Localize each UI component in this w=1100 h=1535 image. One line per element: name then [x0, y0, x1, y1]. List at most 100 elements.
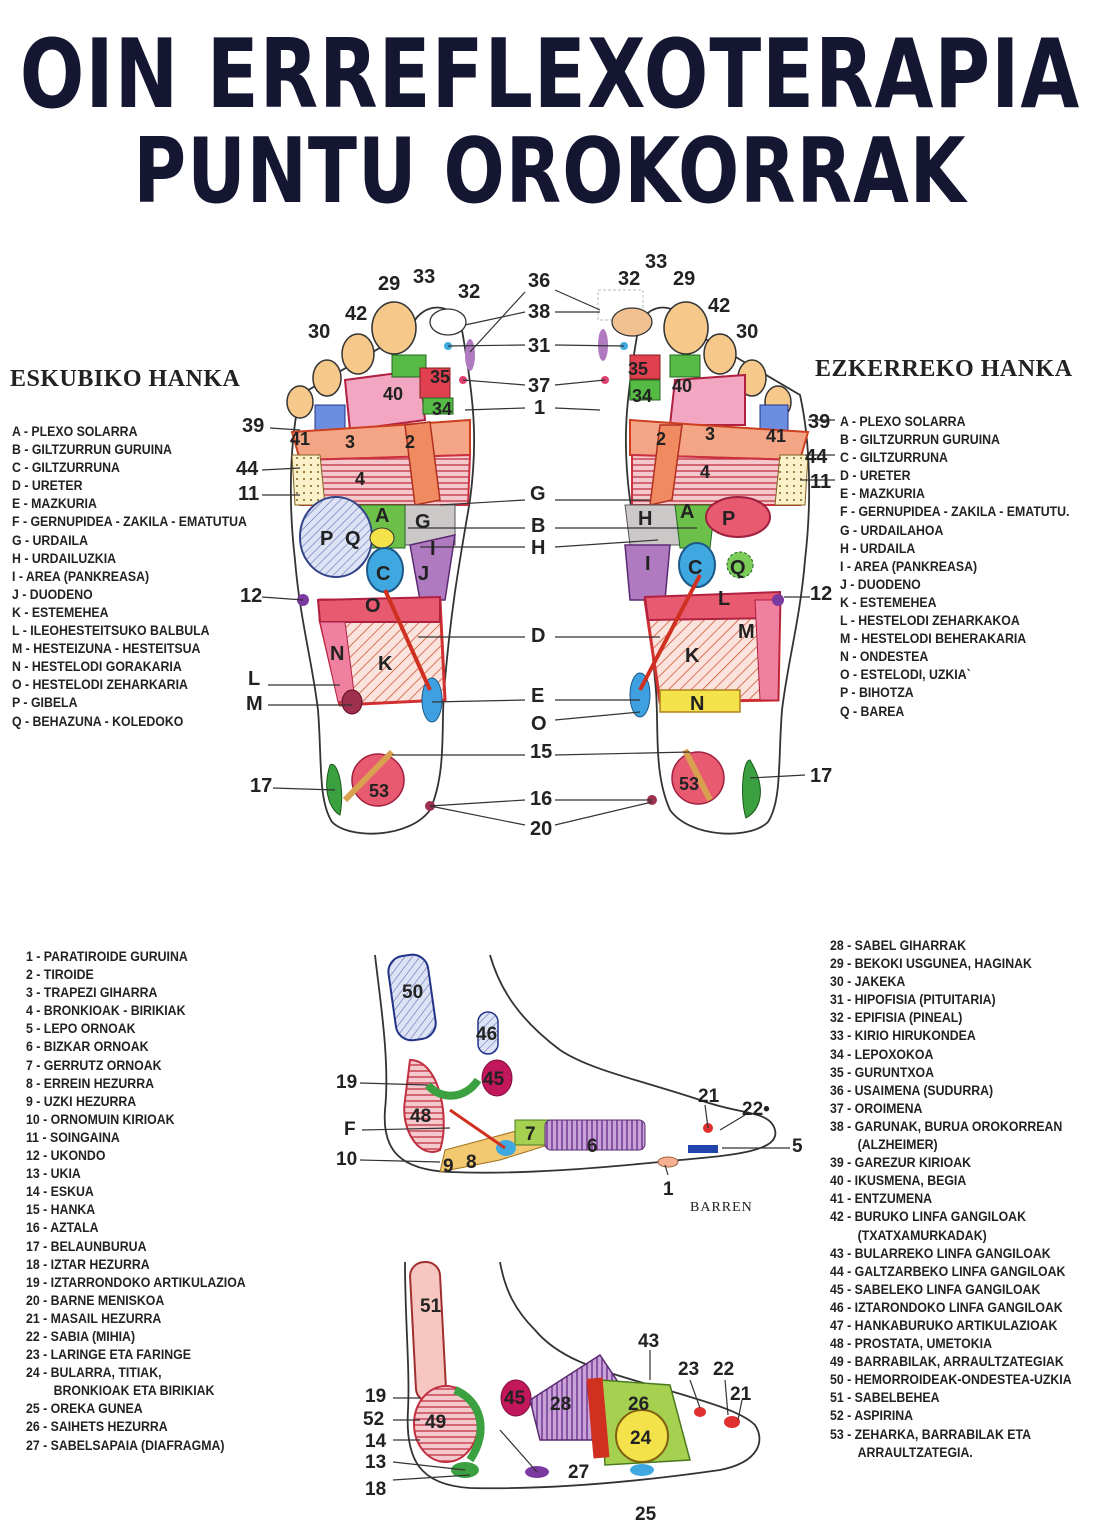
outer-23: 23 [678, 1359, 699, 1380]
rf-12: 12 [240, 585, 262, 607]
barren-label: BARREN [690, 1200, 753, 1215]
rf-29: 29 [378, 273, 400, 295]
lf-3: 3 [705, 424, 715, 444]
legend-item: 53 - ZEHARKA, BARRABILAK ETA [830, 1426, 1031, 1442]
legend-item: H - URDAILA [840, 540, 916, 556]
legend-item: 23 - LARINGE ETA FARINGE [26, 1347, 191, 1363]
legend-item: E - MAZKURIA [12, 496, 97, 512]
rf-K: K [378, 653, 393, 675]
outer-45: 45 [504, 1388, 526, 1409]
legend-item: A - PLEXO SOLARRA [12, 424, 138, 439]
outer-24: 24 [630, 1428, 652, 1449]
rf-11: 11 [238, 483, 259, 505]
toe-3-right [312, 359, 342, 397]
legend-item: 51 - SABELBEHEA [830, 1390, 940, 1406]
inner-50: 50 [402, 982, 423, 1003]
legend-item: 17 - BELAUNBURUA [26, 1238, 147, 1254]
label-20: 20 [530, 818, 552, 840]
label-B: B [531, 515, 545, 537]
legend-item: J - DUODENO [12, 586, 93, 602]
label-31: 31 [528, 335, 550, 357]
outer-28: 28 [550, 1394, 571, 1415]
outer-13: 13 [365, 1452, 386, 1473]
rf-I: I [430, 538, 436, 560]
legend-item: 32 - EPIFISIA (PINEAL) [830, 1010, 963, 1026]
rf-P: P [320, 528, 333, 550]
inner-9: 9 [443, 1156, 454, 1177]
legend-item: 44 - GALTZARBEKO LINFA GANGILOAK [830, 1263, 1066, 1279]
legend-item: D - URETER [840, 468, 911, 484]
inner-5: 5 [792, 1136, 803, 1157]
rf-17: 17 [250, 775, 272, 797]
lf-35: 35 [628, 359, 648, 379]
rf-35: 35 [430, 367, 450, 387]
right-foot-diagram [286, 301, 476, 835]
legend-item: 8 - ERREIN HEZURRA [26, 1075, 154, 1091]
legend-item: C - GILTZURRUNA [840, 450, 948, 466]
toe-2-right [341, 333, 375, 375]
outer-43: 43 [638, 1331, 659, 1352]
outer-18: 18 [365, 1479, 386, 1500]
lf-4: 4 [700, 462, 710, 482]
legend-item: H - URDAILUZKIA [12, 550, 117, 566]
rf-30: 30 [308, 321, 330, 343]
rf-42: 42 [345, 303, 367, 325]
legend-item: 34 - LEPOXOKOA [830, 1046, 934, 1062]
rf-2: 2 [405, 432, 415, 452]
legend-item: 47 - HANKABURUKO ARTIKULAZIOAK [830, 1317, 1058, 1333]
rf-G: G [415, 511, 431, 533]
rf-32: 32 [458, 281, 480, 303]
rf-40: 40 [383, 384, 403, 404]
legend-item: I - AREA (PANKREASA) [840, 558, 978, 574]
label-O: O [531, 713, 547, 735]
lf-41: 41 [766, 426, 786, 446]
legend-item: Q - BEHAZUNA - KOLEDOKO [12, 713, 184, 729]
legend-item: 11 - SOINGAINA [26, 1129, 120, 1145]
legend-item: 22 - SABIA (MIHIA) [26, 1328, 136, 1344]
legend-item: M - HESTEIZUNA - HESTEITSUA [12, 641, 201, 657]
inner-1: 1 [663, 1179, 674, 1200]
left-foot-diagram [597, 289, 811, 835]
rf-Q: Q [345, 528, 361, 550]
lf-17: 17 [810, 765, 832, 787]
legend-item: 7 - GERRUTZ ORNOAK [26, 1057, 162, 1073]
legend-item: P - GIBELA [12, 695, 78, 711]
legend-item: 29 - BEKOKI USGUNEA, HAGINAK [830, 956, 1032, 972]
label-16: 16 [530, 788, 552, 810]
lf-C: C [688, 557, 702, 579]
legend-item: F - GERNUPIDEA - ZAKILA - EMATUTUA [12, 514, 247, 530]
legend-item: Q - BAREA [840, 703, 905, 719]
lf-K: K [685, 645, 700, 667]
rf-41: 41 [290, 429, 310, 449]
left-foot-title: EZKERREKO HANKA [815, 356, 1073, 382]
outer-foot-outline [404, 1261, 761, 1490]
legend-item: D - URETER [12, 478, 83, 494]
rf-34: 34 [432, 399, 452, 419]
toe-tip-right [429, 308, 467, 336]
left-foot-outline [624, 306, 811, 835]
lf-11: 11 [810, 471, 831, 493]
inner-8: 8 [466, 1152, 477, 1173]
legend-item: G - URDAILAHOA [840, 522, 944, 538]
rf-44: 44 [236, 458, 259, 480]
lf-44: 44 [805, 446, 828, 468]
legend-item: 5 - LEPO ORNOAK [26, 1021, 136, 1037]
inner-22: 22• [742, 1099, 770, 1120]
legend-item: 26 - SAIHETS HEZURRA [26, 1419, 168, 1435]
legend-item: 39 - GAREZUR KIRIOAK [830, 1155, 972, 1171]
zone-53-right [351, 753, 405, 807]
legend-item: ARRAULTZATEGIA. [857, 1444, 973, 1460]
lf-30: 30 [736, 321, 758, 343]
legend-item: 36 - USAIMENA (SUDURRA) [830, 1082, 994, 1098]
legend-item: 31 - HIPOFISIA (PITUITARIA) [830, 992, 996, 1008]
legend-item: 41 - ENTZUMENA [830, 1191, 932, 1207]
inner-F: F [344, 1119, 356, 1140]
rf-O: O [365, 595, 381, 617]
outer-51: 51 [420, 1296, 442, 1317]
legend-item: 19 - IZTARRONDOKO ARTIKULAZIOA [26, 1274, 246, 1290]
outer-52: 52 [363, 1409, 384, 1430]
toe-4-right [286, 385, 314, 419]
zone-Q-right [369, 527, 395, 549]
